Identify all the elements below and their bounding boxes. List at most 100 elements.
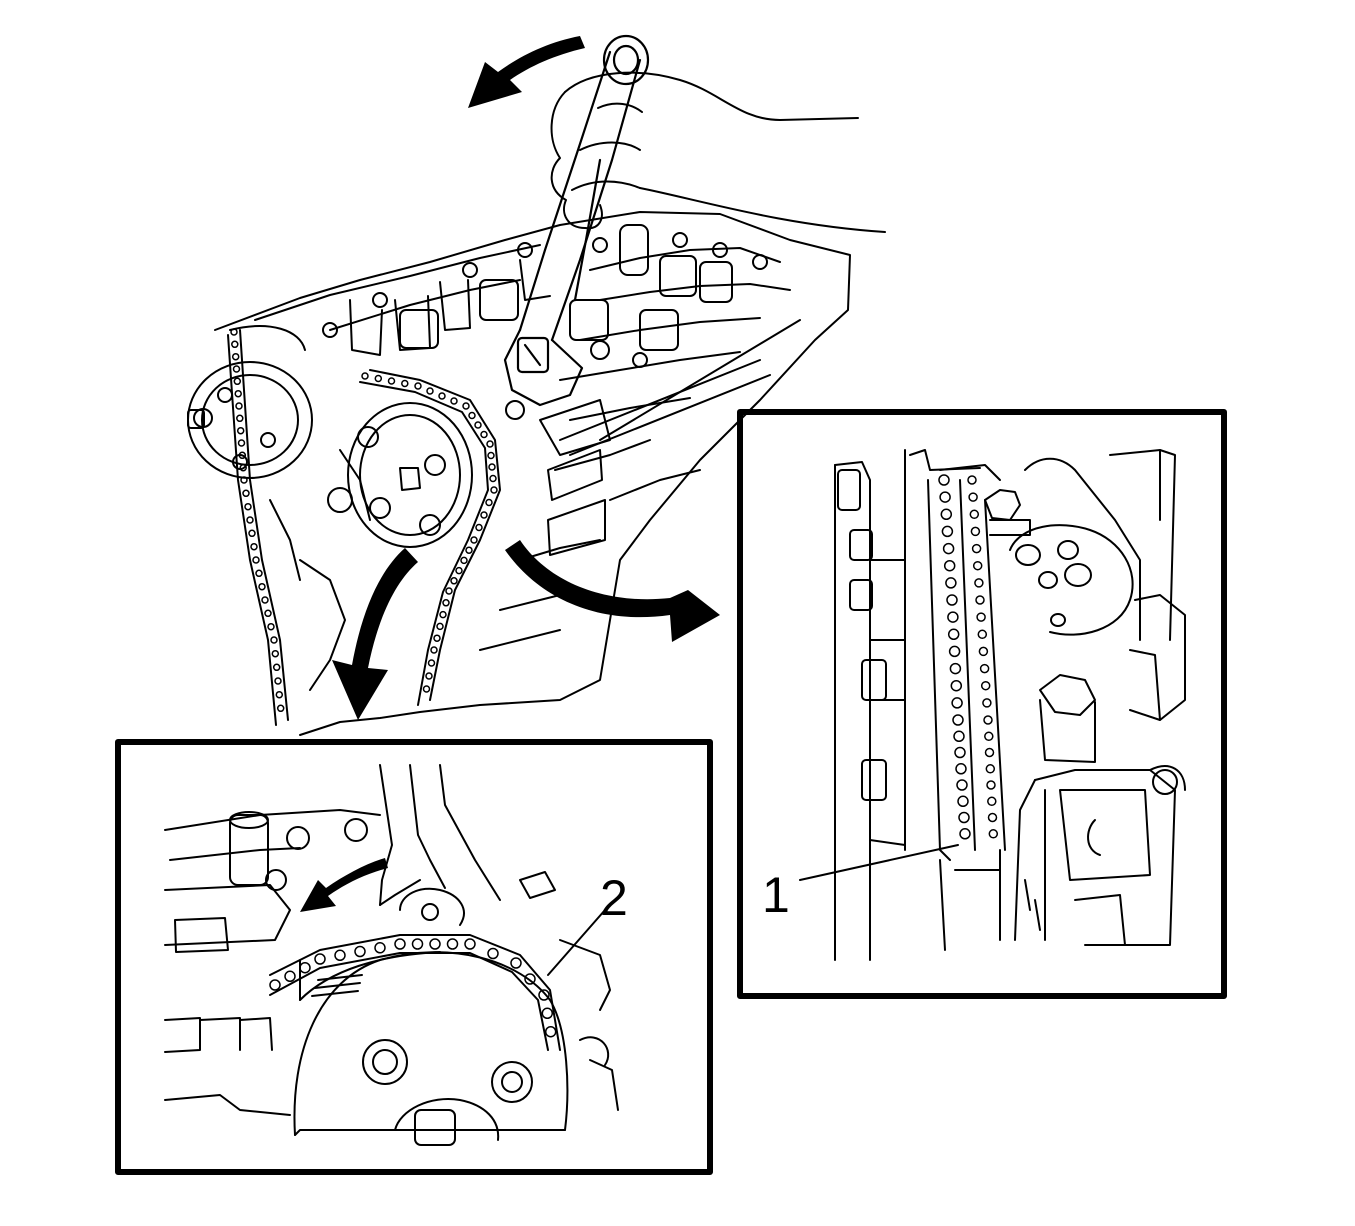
timing-chain-links bbox=[269, 938, 557, 1038]
center-cam-sprocket bbox=[327, 402, 473, 548]
chain-link bbox=[972, 560, 983, 571]
chain-link bbox=[234, 389, 242, 398]
chain-link bbox=[430, 646, 438, 654]
chain-link bbox=[275, 690, 284, 699]
chain-link bbox=[954, 746, 966, 759]
chain-link bbox=[465, 546, 473, 554]
chain-link bbox=[442, 599, 450, 607]
chain-link bbox=[987, 796, 997, 807]
chain-link bbox=[429, 938, 441, 950]
chain-link bbox=[943, 559, 956, 572]
chain-link bbox=[439, 610, 447, 619]
left-cam-sprocket bbox=[187, 325, 313, 479]
chain-link bbox=[450, 397, 458, 405]
chain-link bbox=[411, 938, 424, 950]
chain-link bbox=[231, 340, 239, 349]
chain-link bbox=[986, 780, 996, 790]
chain-link bbox=[953, 730, 965, 743]
chain-link bbox=[967, 475, 977, 485]
chain-link bbox=[489, 474, 497, 483]
chain-link bbox=[485, 498, 493, 507]
chain-link bbox=[230, 328, 238, 336]
chain-link bbox=[955, 763, 967, 775]
direction-arrow-icon bbox=[300, 858, 388, 912]
chain-link bbox=[959, 828, 971, 840]
chain-link bbox=[979, 663, 990, 674]
callout-leader-2 bbox=[547, 909, 606, 976]
chain-link bbox=[486, 440, 494, 448]
chain-link bbox=[270, 636, 278, 644]
chain-link bbox=[425, 672, 433, 680]
chain-link bbox=[538, 989, 550, 1001]
chain-link bbox=[237, 439, 246, 447]
chain-link bbox=[464, 938, 476, 950]
chain-link bbox=[974, 578, 984, 588]
chain-link bbox=[258, 582, 266, 591]
chain-link bbox=[239, 463, 247, 472]
chain-link bbox=[236, 426, 245, 435]
chain-link bbox=[271, 649, 280, 658]
chain-link bbox=[314, 953, 326, 965]
chain-link bbox=[450, 577, 458, 585]
chain-link bbox=[980, 680, 991, 691]
chain-link bbox=[438, 392, 446, 400]
chain-link bbox=[956, 779, 968, 791]
chain-link bbox=[261, 596, 269, 604]
chain-link bbox=[468, 411, 476, 420]
cylinder-head bbox=[214, 211, 851, 736]
chain-link bbox=[284, 970, 296, 983]
chain-link bbox=[231, 352, 240, 361]
chain-link bbox=[951, 697, 963, 709]
chain-link bbox=[233, 377, 242, 386]
chain-link bbox=[422, 685, 431, 693]
chain-link bbox=[948, 645, 961, 658]
main-engine-view bbox=[187, 34, 886, 736]
chain-link bbox=[394, 938, 406, 950]
chain-link bbox=[510, 957, 522, 969]
chain-link bbox=[983, 715, 993, 725]
chain-link bbox=[460, 556, 468, 565]
chain-link bbox=[487, 451, 495, 460]
chain-link bbox=[246, 516, 254, 524]
chain-link bbox=[480, 430, 488, 439]
chain-link bbox=[361, 372, 369, 380]
chain-link bbox=[945, 577, 957, 589]
chain-link bbox=[446, 938, 459, 950]
chain-link bbox=[480, 511, 488, 519]
chain-link bbox=[490, 486, 498, 494]
chain-link bbox=[433, 634, 441, 642]
chain-link bbox=[957, 795, 969, 808]
chain-link bbox=[969, 509, 980, 520]
chain-link bbox=[938, 474, 950, 486]
chain-link bbox=[939, 491, 951, 503]
chain-link bbox=[401, 379, 409, 388]
chain-link bbox=[250, 542, 258, 551]
rotate-arrow-icon bbox=[468, 36, 585, 108]
chain-link bbox=[977, 629, 988, 640]
chain-link bbox=[374, 374, 383, 383]
chain-link bbox=[949, 662, 962, 675]
chain-link bbox=[299, 961, 311, 974]
chain-link bbox=[985, 764, 996, 774]
direction-arrow-icon bbox=[332, 548, 418, 720]
chain-link bbox=[267, 622, 275, 631]
chain-link bbox=[387, 377, 396, 385]
chain-link bbox=[524, 973, 536, 985]
chain-link bbox=[426, 387, 434, 395]
timing-chain-main bbox=[227, 329, 501, 726]
chain-link bbox=[976, 612, 986, 622]
chain-link bbox=[232, 365, 241, 373]
chain-link bbox=[475, 523, 483, 532]
inset-panel-bottom: 2 bbox=[115, 739, 713, 1175]
chain-link bbox=[455, 566, 463, 575]
chain-link bbox=[952, 714, 964, 726]
wrench-icon bbox=[503, 34, 650, 407]
chain-link bbox=[274, 677, 282, 685]
chain-link bbox=[334, 949, 346, 962]
chain-link bbox=[541, 1007, 554, 1020]
chain-link bbox=[984, 747, 995, 758]
chain-link bbox=[950, 679, 963, 692]
chain-link bbox=[940, 508, 953, 521]
chain-link bbox=[374, 942, 386, 954]
